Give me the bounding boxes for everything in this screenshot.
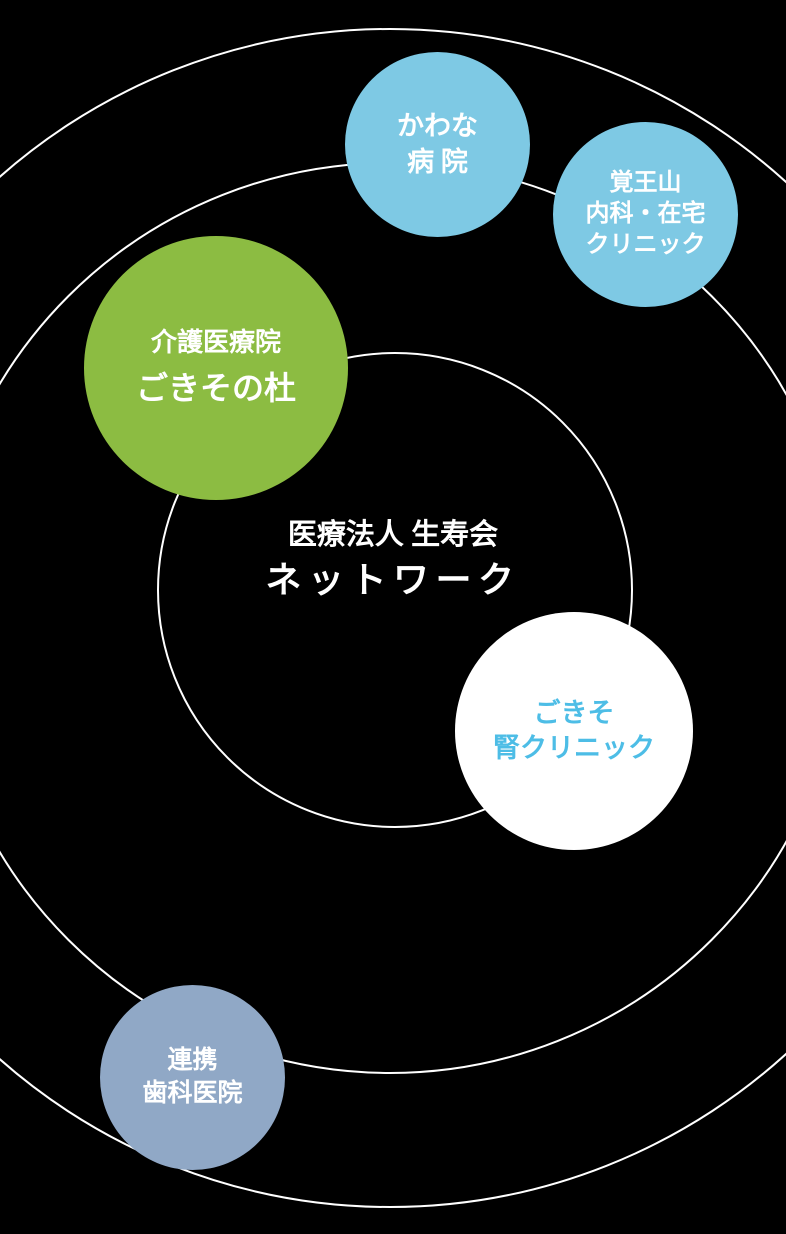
node-label-line: 介護医療院 bbox=[150, 328, 281, 358]
node-label-line: 覚王山 bbox=[609, 169, 682, 196]
node-label-line: ごきその杜 bbox=[135, 370, 296, 407]
node-label-line: ごきそ bbox=[533, 697, 615, 728]
node-label-line: 内科・在宅 bbox=[585, 200, 706, 227]
node-label-line: 腎クリニック bbox=[493, 733, 655, 763]
node-label-line: 病 院 bbox=[407, 146, 468, 177]
node-label-line: クリニック bbox=[585, 232, 706, 259]
network-title-line2: ネットワーク bbox=[265, 559, 521, 600]
inner-ring bbox=[157, 352, 633, 828]
node-label-line: 連携 bbox=[167, 1047, 218, 1074]
node-partner-dental-clinic: 連携 歯科医院 bbox=[100, 985, 285, 1170]
outer-ring bbox=[0, 28, 786, 1208]
node-label-line: 歯科医院 bbox=[142, 1079, 243, 1107]
node-kawana-hospital: かわな 病 院 bbox=[345, 52, 530, 237]
node-gokiso-kidney-clinic: ごきそ 腎クリニック bbox=[455, 612, 693, 850]
network-title: 医療法人 生寿会 ネットワーク bbox=[0, 518, 786, 600]
network-title-line1: 医療法人 生寿会 bbox=[287, 519, 499, 551]
node-kaigo-iryoin-gokiso-no-mori: 介護医療院 ごきその杜 bbox=[84, 236, 348, 500]
node-kakuozan-clinic: 覚王山 内科・在宅 クリニック bbox=[553, 122, 738, 307]
node-label-line: かわな bbox=[397, 111, 478, 142]
